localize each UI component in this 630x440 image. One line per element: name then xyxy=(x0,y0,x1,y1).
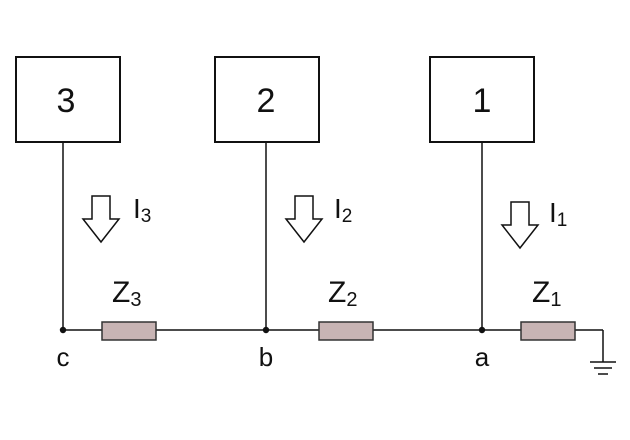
impedance-label-3: Z3 xyxy=(112,276,141,311)
impedance-label-2-sub: 2 xyxy=(346,289,357,311)
impedance-label-3-sub: 3 xyxy=(130,289,141,311)
impedance-label-1-sub: 1 xyxy=(550,289,561,311)
ground-icon xyxy=(590,330,616,375)
current-arrow-1-icon xyxy=(500,201,540,250)
current-label-3-main: I xyxy=(133,193,141,224)
current-label-1-main: I xyxy=(549,197,557,228)
box-1 xyxy=(429,56,535,143)
node-label-a: a xyxy=(475,342,490,372)
current-label-3-sub: 3 xyxy=(141,206,152,227)
box-2-label: 2 xyxy=(257,82,276,120)
junction-a xyxy=(478,326,486,334)
current-label-3: I3 xyxy=(133,193,151,227)
current-label-1: I1 xyxy=(549,197,567,231)
junction-c xyxy=(59,326,67,334)
impedance-label-1-main: Z xyxy=(532,276,550,309)
impedance-label-2-main: Z xyxy=(328,276,346,309)
current-label-1-sub: 1 xyxy=(557,210,568,231)
current-label-2-sub: 2 xyxy=(342,206,353,227)
impedance-1-resistor xyxy=(520,321,576,341)
impedance-label-3-main: Z xyxy=(112,276,130,309)
node-label-b: b xyxy=(259,342,273,372)
current-label-2-main: I xyxy=(334,193,342,224)
current-arrow-2-icon xyxy=(284,195,324,244)
box-3 xyxy=(15,56,121,143)
box-1-label: 1 xyxy=(473,82,492,120)
current-arrow-3-icon xyxy=(81,195,121,244)
box-3-label: 3 xyxy=(57,82,76,120)
box-2 xyxy=(214,56,320,143)
current-label-2: I2 xyxy=(334,193,352,227)
impedance-2-resistor xyxy=(318,321,374,341)
impedance-3-resistor xyxy=(101,321,157,341)
junction-b xyxy=(262,326,270,334)
impedance-label-2: Z2 xyxy=(328,276,357,311)
impedance-label-1: Z1 xyxy=(532,276,561,311)
node-label-c: c xyxy=(57,342,70,372)
